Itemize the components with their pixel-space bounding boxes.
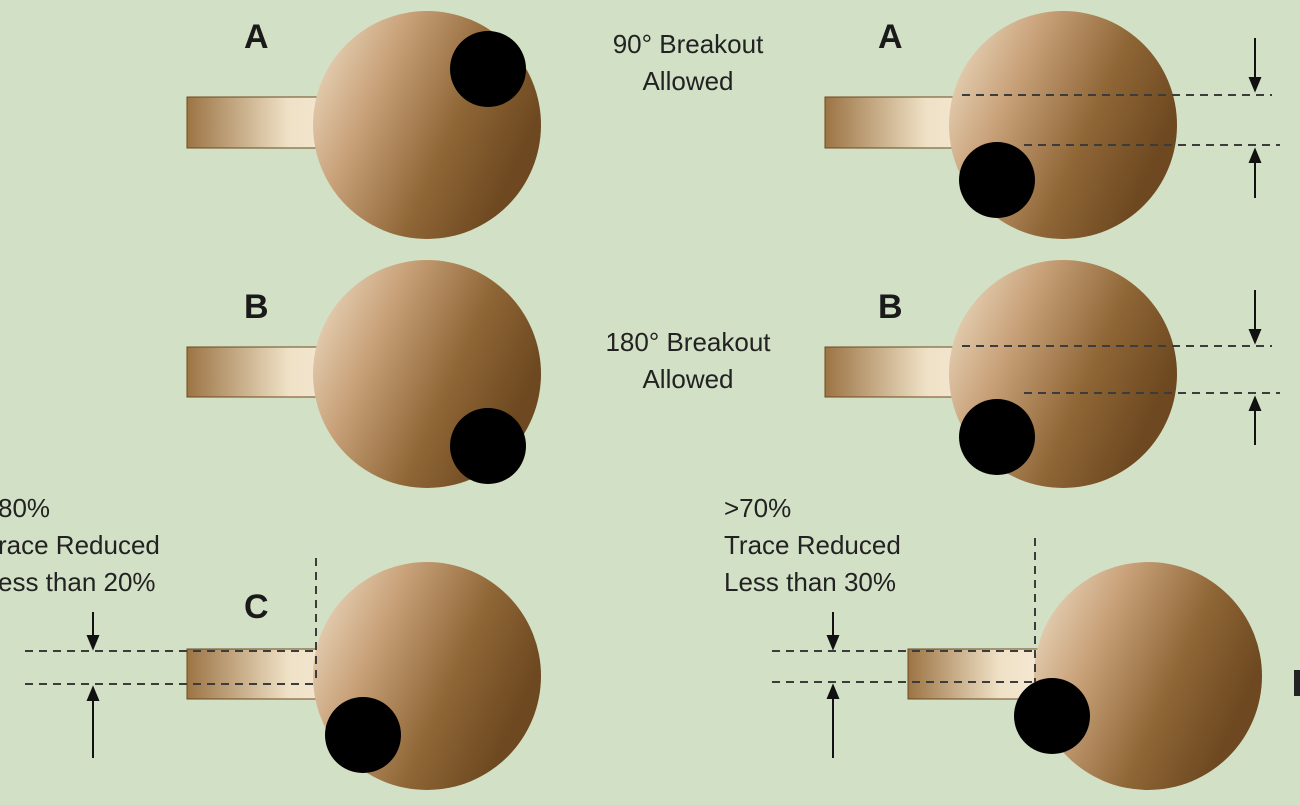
- dimension-lines: [25, 558, 318, 685]
- note-left-c-line2: race Reduced: [0, 530, 160, 560]
- note-right-c-line2: Trace Reduced: [724, 530, 901, 560]
- trace: [824, 346, 971, 398]
- pad-right-b: [824, 260, 1280, 488]
- trace: [907, 648, 1039, 700]
- note-180-line1: 180° Breakout: [605, 327, 771, 357]
- trace: [186, 346, 333, 398]
- label-right-a: A: [878, 18, 903, 56]
- dimension-arrows: [1248, 290, 1262, 445]
- dimension-arrows: [86, 612, 100, 758]
- drilled-hole: [959, 399, 1035, 475]
- label-left-c: C: [244, 588, 269, 626]
- note-left-c-line1: 80%: [0, 493, 51, 523]
- note-180-breakout: 180° Breakout Allowed: [570, 324, 806, 398]
- pad-right-c: [772, 538, 1262, 790]
- trace: [186, 648, 333, 700]
- label-left-a: A: [244, 18, 269, 56]
- dimension-lines: [962, 345, 1280, 394]
- trace: [824, 96, 971, 149]
- label-right-b: B: [878, 288, 903, 326]
- pad-right-a: [824, 11, 1280, 239]
- drilled-hole: [450, 408, 526, 484]
- note-right-c: >70% Trace Reduced Less than 30%: [724, 490, 901, 601]
- pad-left-a: [186, 11, 541, 239]
- land: [1034, 562, 1262, 790]
- note-90-line2: Allowed: [642, 66, 734, 96]
- dimension-lines: [772, 538, 1038, 683]
- dimension-arrows: [1248, 38, 1262, 198]
- dimension-lines: [962, 94, 1280, 146]
- note-180-line2: Allowed: [642, 364, 734, 394]
- trace: [186, 96, 333, 149]
- drilled-hole: [325, 697, 401, 773]
- note-90-line1: 90° Breakout: [612, 29, 764, 59]
- drilled-hole: [1014, 678, 1090, 754]
- note-left-c: 80% race Reduced ess than 20%: [0, 490, 160, 601]
- note-right-c-line3: Less than 30%: [724, 567, 897, 597]
- note-90-breakout: 90° Breakout Allowed: [570, 26, 806, 100]
- pad-left-b: [186, 260, 541, 488]
- cropped-mark: [1294, 670, 1300, 696]
- note-right-c-line1: >70%: [724, 493, 792, 523]
- drilled-hole: [959, 142, 1035, 218]
- label-left-b: B: [244, 288, 269, 326]
- note-left-c-line3: ess than 20%: [0, 567, 156, 597]
- pad-left-c: [25, 558, 541, 790]
- drilled-hole: [450, 31, 526, 107]
- dimension-arrows: [826, 612, 840, 758]
